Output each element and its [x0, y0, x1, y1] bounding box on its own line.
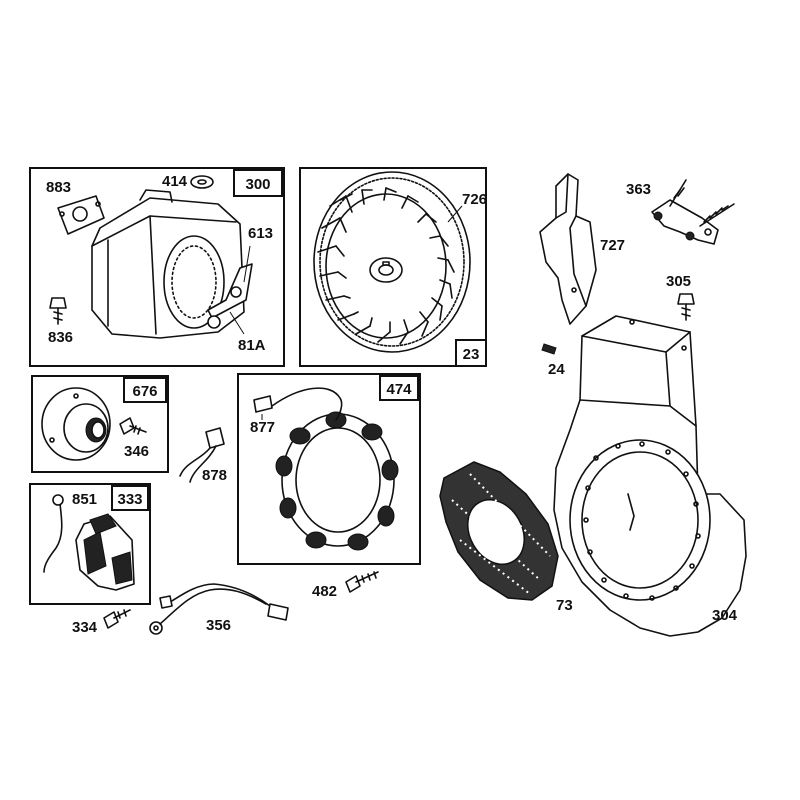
screw-836 — [49, 297, 67, 309]
flywheel-group: 23 726 — [299, 167, 487, 367]
screw-482: 482 — [312, 571, 379, 600]
wire-356: 356 — [149, 583, 289, 635]
armature-box — [29, 483, 151, 605]
callout-box-676 — [123, 377, 167, 403]
label-726: 726 — [462, 191, 487, 208]
screw-334: 334 — [72, 609, 131, 636]
pulley-group: 676 346 — [31, 375, 169, 473]
baffle-727: 727 — [539, 173, 625, 325]
flywheel-hub — [369, 257, 403, 283]
screw-305: 305 — [666, 273, 695, 321]
housing-holes — [583, 319, 701, 601]
stator-coils — [275, 411, 399, 551]
gasket-883 — [57, 195, 105, 235]
flywheel-fins — [317, 187, 455, 345]
label-851: 851 — [72, 491, 97, 508]
label-300: 300 — [245, 176, 270, 193]
label-73: 73 — [556, 597, 573, 614]
bracket-81a — [207, 263, 253, 319]
label-363: 363 — [626, 181, 651, 198]
label-482: 482 — [312, 583, 337, 600]
muffler-group: 300 883 414 613 81A 836 — [29, 167, 285, 367]
washer-414 — [190, 175, 214, 189]
label-356: 356 — [206, 617, 231, 634]
alternator-box — [237, 373, 421, 565]
screen-73: 73 — [439, 461, 573, 614]
label-81a: 81A — [238, 337, 266, 354]
flywheel-box — [299, 167, 487, 367]
pulley-box — [31, 375, 169, 473]
bracket-363: 363 — [626, 179, 735, 245]
label-877: 877 — [250, 419, 275, 436]
label-414: 414 — [162, 173, 188, 190]
alternator-group: 474 877 — [237, 373, 421, 565]
key-24: 24 — [541, 343, 565, 378]
label-24: 24 — [548, 361, 565, 378]
label-613: 613 — [248, 225, 273, 242]
wire-878: 878 — [179, 427, 227, 484]
label-304: 304 — [712, 607, 738, 624]
label-305: 305 — [666, 273, 691, 290]
callout-box-300 — [233, 169, 283, 197]
armature-group: 333 851 — [29, 483, 151, 605]
label-676: 676 — [132, 383, 157, 400]
label-333: 333 — [117, 491, 142, 508]
callout-box-474 — [379, 375, 419, 401]
callout-box-23 — [455, 339, 487, 367]
blower-housing-304: 304 — [553, 315, 747, 637]
label-474: 474 — [386, 381, 412, 398]
muffler-box — [29, 167, 285, 367]
callout-box-333 — [111, 485, 149, 511]
label-836: 836 — [48, 329, 73, 346]
label-334: 334 — [72, 619, 98, 636]
label-883: 883 — [46, 179, 71, 196]
label-23: 23 — [463, 346, 480, 363]
housing-opening — [569, 439, 711, 601]
label-878: 878 — [202, 467, 227, 484]
label-727: 727 — [600, 237, 625, 254]
label-346: 346 — [124, 443, 149, 460]
